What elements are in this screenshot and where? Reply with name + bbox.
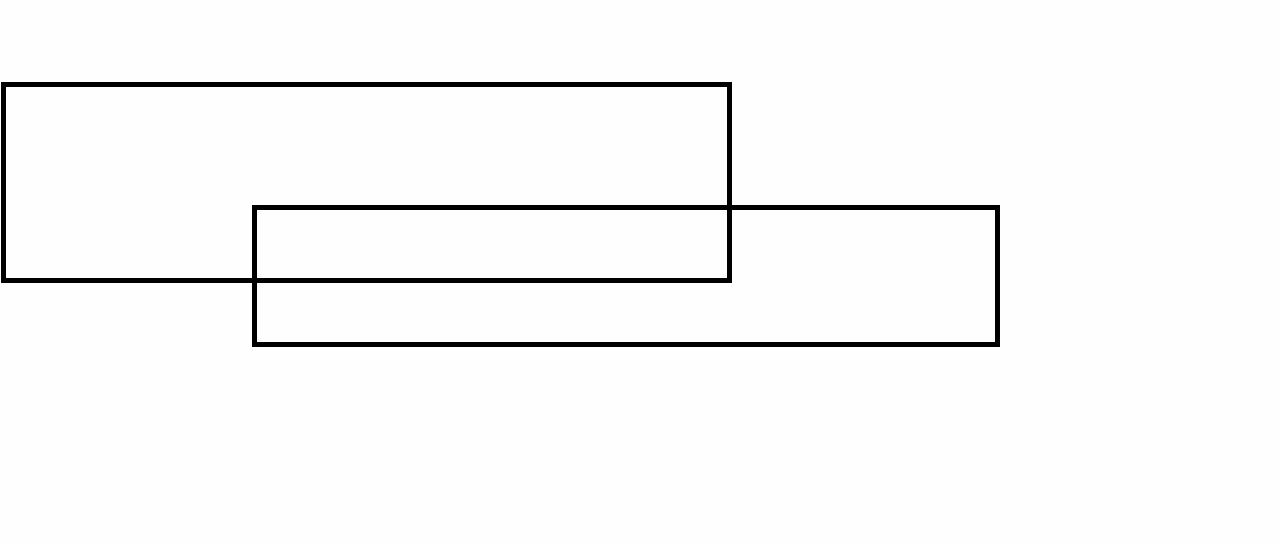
upper-left-rectangle [1,82,732,283]
lower-right-rectangle [252,205,1000,347]
